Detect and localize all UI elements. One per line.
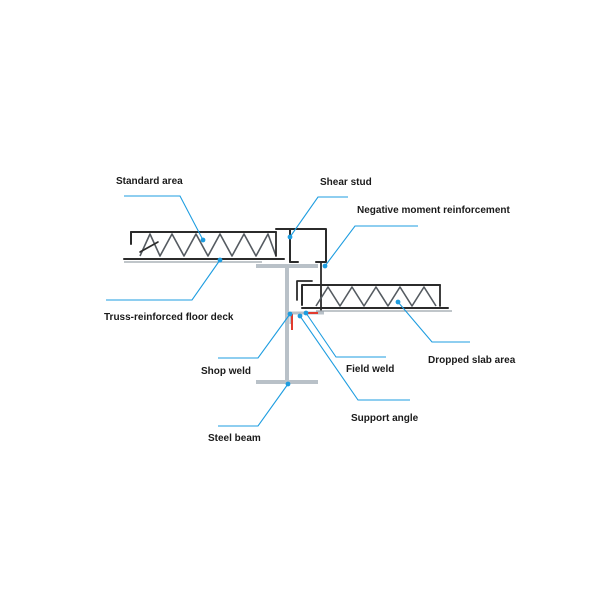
dropped-slab-area-deck [296, 280, 452, 312]
label-field-weld: Field weld [346, 364, 394, 375]
leader-dropped-slab [397, 301, 470, 343]
dot-steel-beam [285, 381, 291, 387]
leader-shear-stud [289, 196, 348, 238]
leader-shop-weld [218, 313, 291, 359]
shear-stud [275, 228, 327, 263]
dot-negative-moment [322, 263, 328, 269]
label-shear-stud: Shear stud [320, 177, 372, 188]
dot-dropped-slab [395, 299, 401, 305]
label-negative-moment-reinforcement: Negative moment reinforcement [357, 205, 510, 216]
leader-standard-area [124, 195, 204, 241]
standard-area-deck [123, 231, 285, 263]
steel-beam [256, 264, 318, 384]
label-dropped-slab-area: Dropped slab area [428, 355, 516, 366]
label-shop-weld: Shop weld [201, 366, 251, 377]
leader-negative-moment [324, 225, 418, 267]
labels: Standard area Shear stud Negative moment… [104, 176, 516, 444]
label-steel-beam: Steel beam [208, 433, 261, 444]
leader-field-weld [305, 312, 386, 358]
dot-shop-weld [287, 311, 293, 317]
label-standard-area: Standard area [116, 176, 183, 187]
leader-steel-beam [218, 383, 289, 427]
weld-marks [291, 312, 318, 330]
dot-truss-deck [217, 257, 223, 263]
leader-truss-deck [106, 259, 221, 301]
dot-field-weld [303, 310, 309, 316]
dot-support-angle [297, 313, 303, 319]
leader-lines [106, 195, 470, 427]
label-truss-reinforced-floor-deck: Truss-reinforced floor deck [104, 312, 234, 323]
dot-shear-stud [287, 234, 293, 240]
leader-support-angle [299, 315, 410, 401]
dot-standard-area [200, 237, 206, 243]
label-support-angle: Support angle [351, 413, 419, 424]
